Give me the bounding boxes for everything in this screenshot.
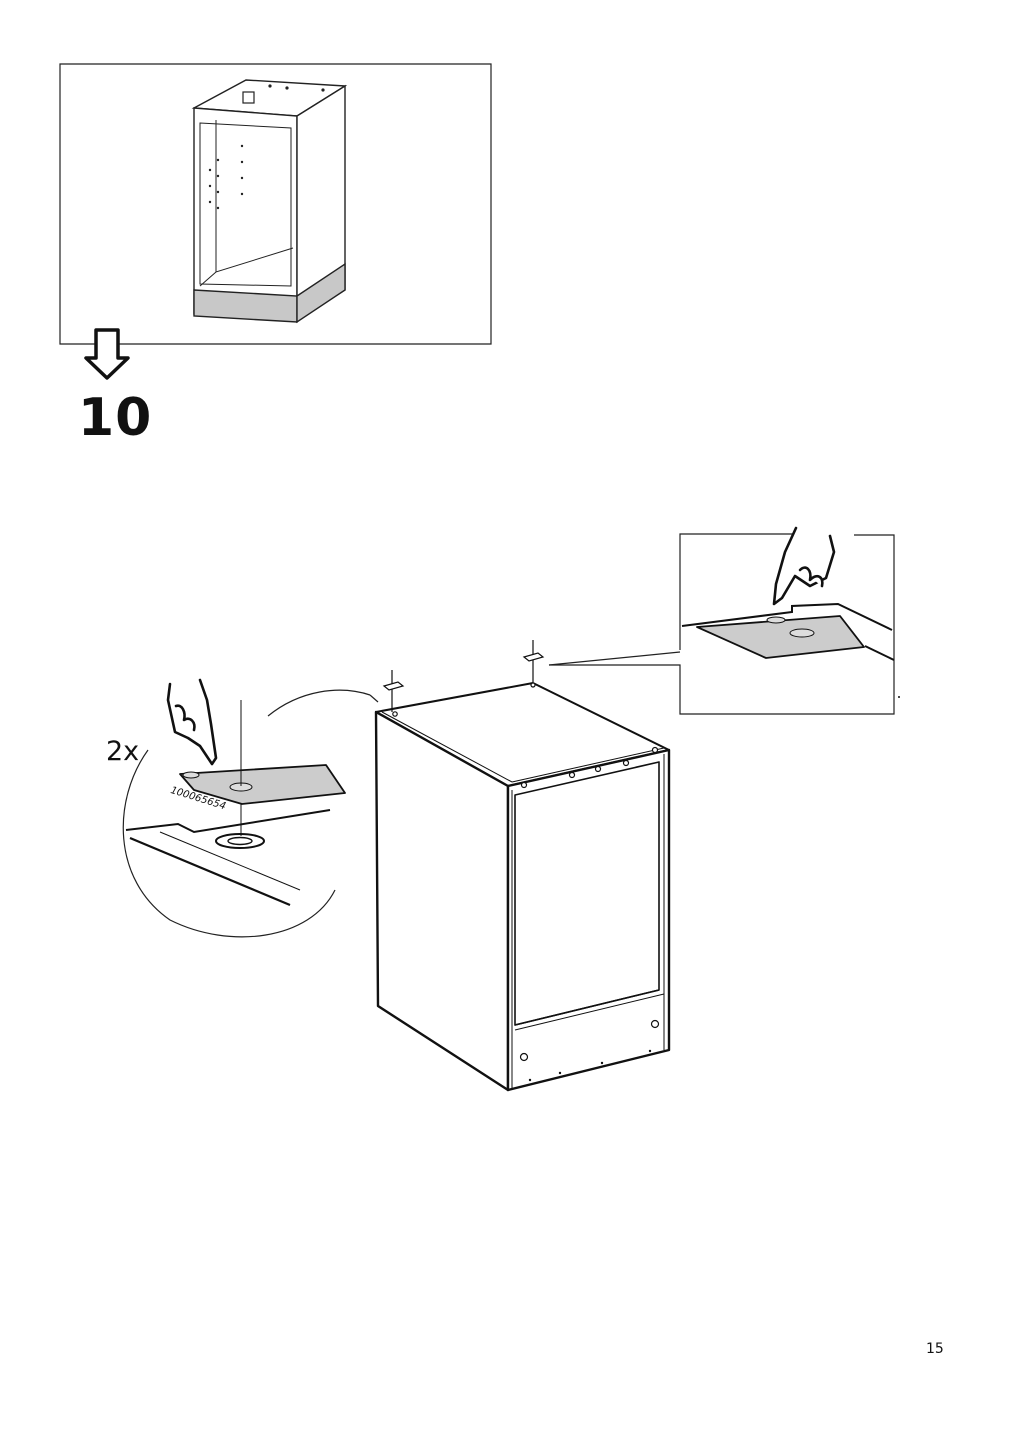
quantity-label: 2x — [106, 736, 140, 767]
step-number: 10 — [78, 388, 153, 448]
left-detail-surface — [125, 809, 331, 907]
right-detail-frame — [548, 533, 895, 715]
main-cabinet-holes — [392, 682, 660, 1062]
cabinet-bottom-holes — [528, 1049, 652, 1082]
hand-pointing-icon — [166, 678, 218, 766]
mounting-plate-left — [179, 700, 346, 836]
previous-step-frame — [59, 63, 492, 345]
mounting-plate-right — [696, 615, 865, 659]
main-cabinet — [374, 682, 671, 1092]
stray-dot — [898, 696, 900, 698]
left-detail-callout — [122, 689, 379, 938]
reference-cabinet-holes — [208, 84, 325, 210]
hand-pointing-icon-right — [772, 526, 836, 606]
reference-cabinet — [191, 79, 348, 324]
plate-markers — [382, 640, 545, 712]
right-detail-surface — [681, 602, 895, 661]
page-number: 15 — [926, 1341, 944, 1357]
down-arrow-icon — [84, 328, 130, 380]
